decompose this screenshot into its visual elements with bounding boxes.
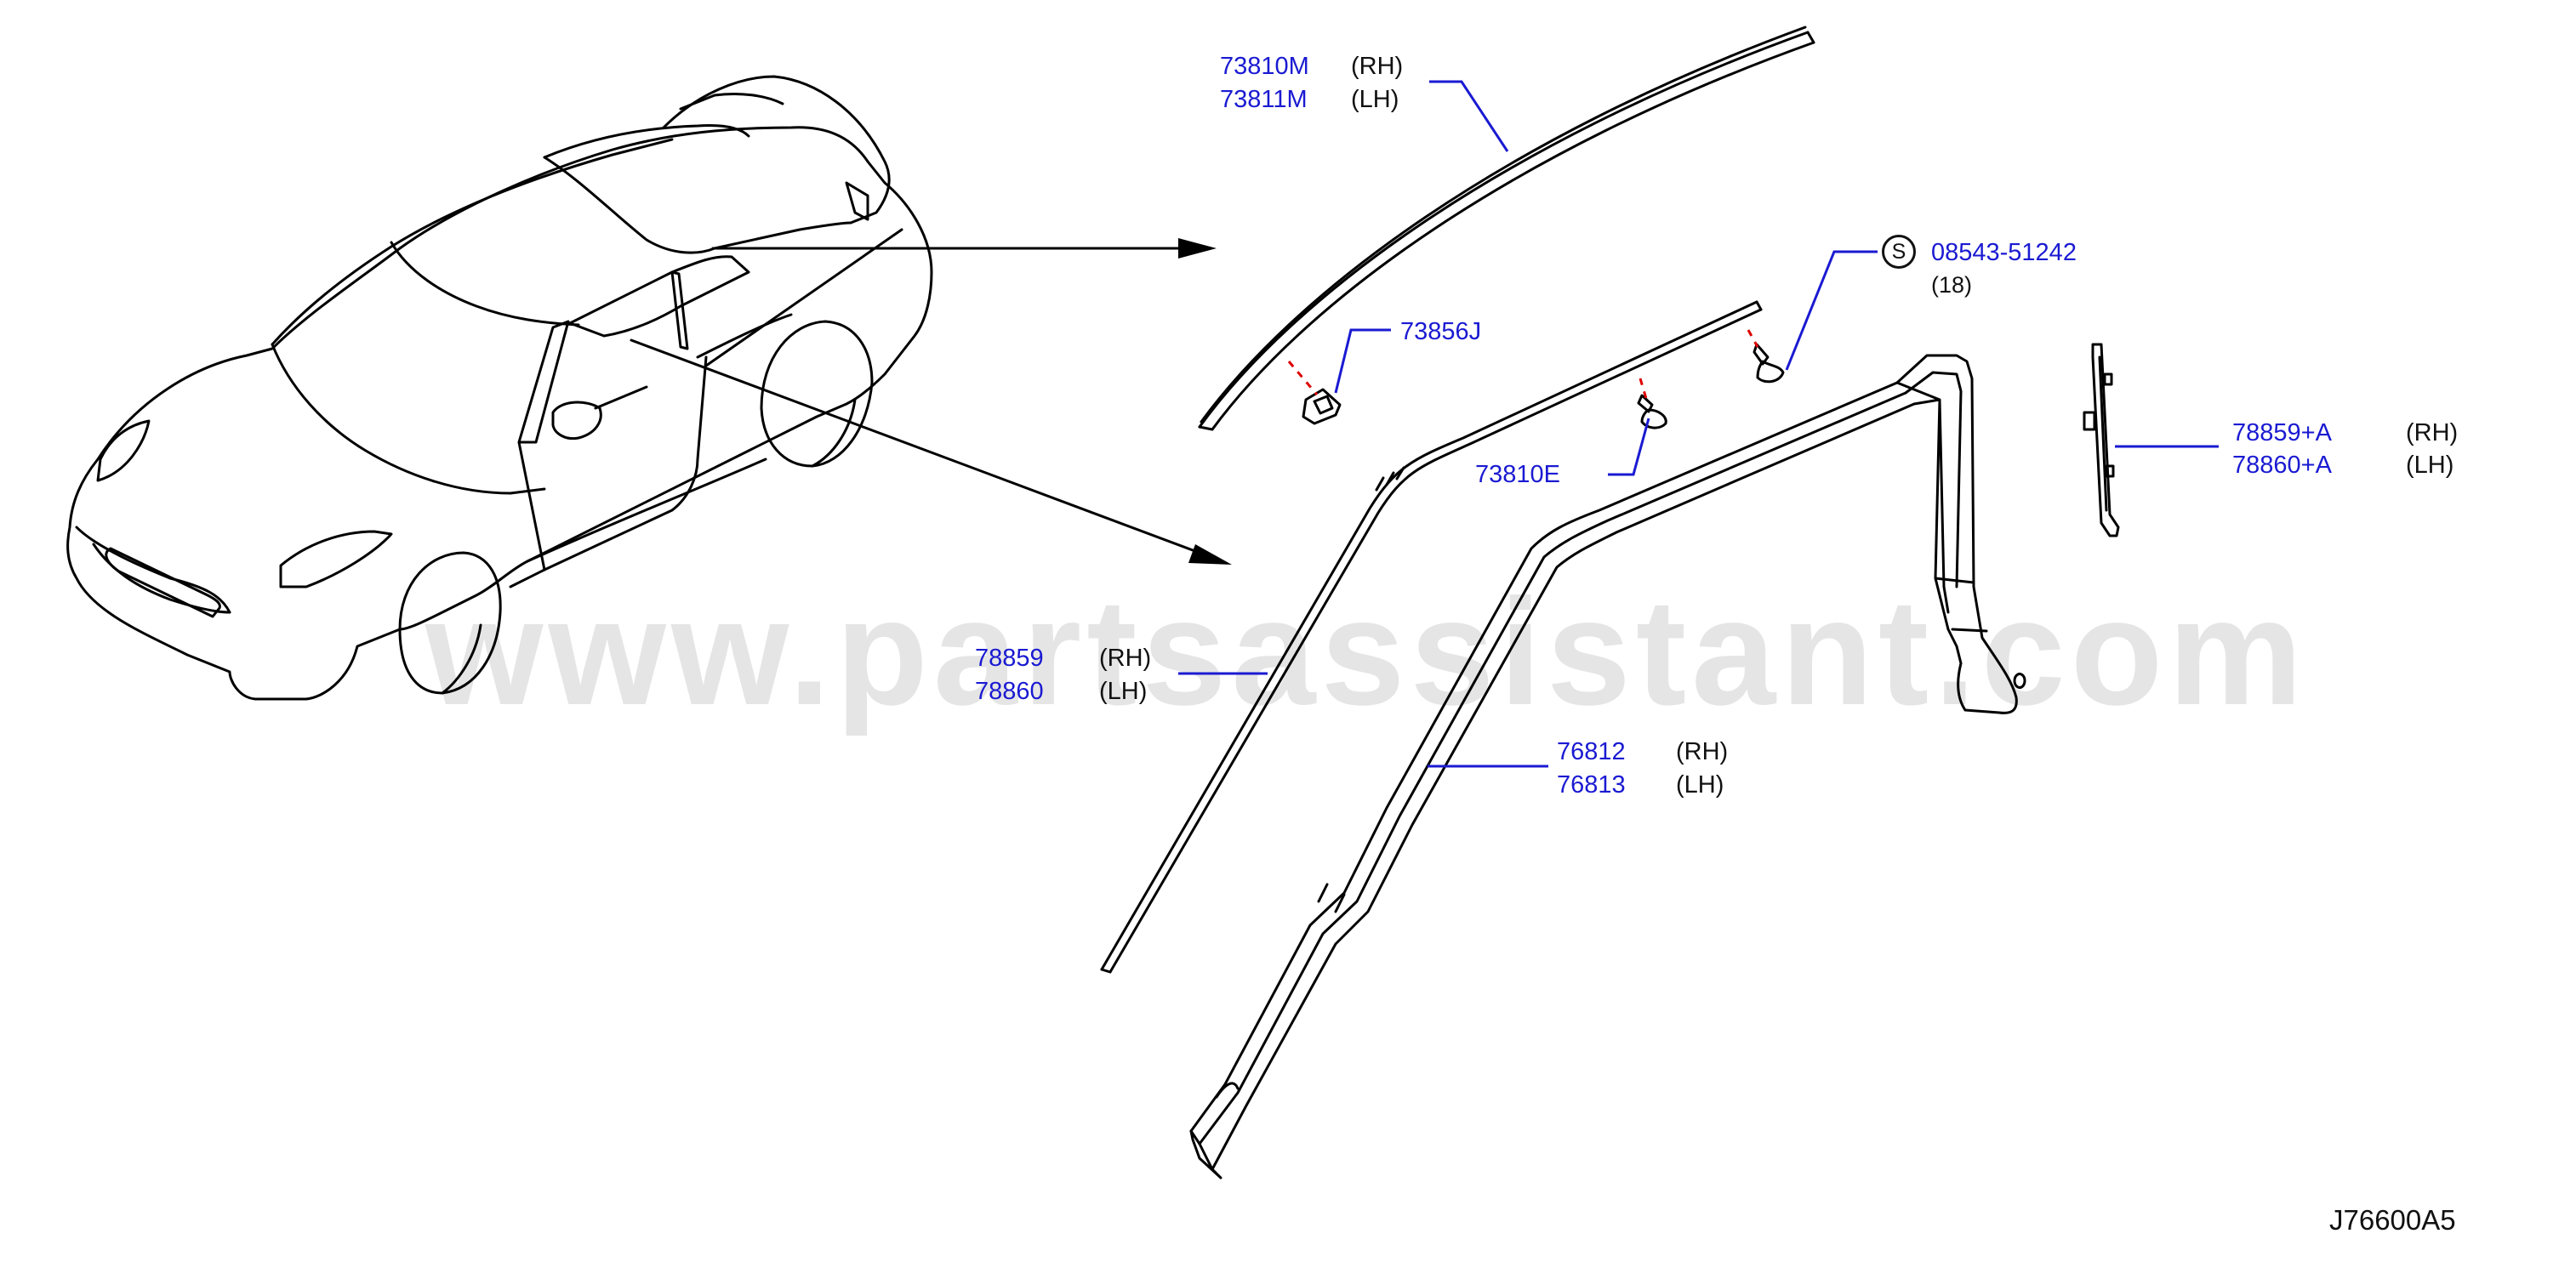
leader-73810e — [1608, 418, 1650, 476]
weatherstrip-76812 — [1189, 354, 2026, 1180]
side-label-rh: (RH) — [2406, 419, 2459, 446]
arrows — [630, 247, 1201, 554]
screw-08543 — [1752, 343, 1785, 384]
side-label-rh: (RH) — [1676, 738, 1729, 765]
clip-73856j — [1302, 388, 1342, 425]
arrow-head-upper — [1178, 238, 1217, 259]
side-label-rh: (RH) — [1099, 645, 1152, 672]
part-number-73810m[interactable]: 73810M — [1220, 53, 1309, 80]
part-number-78859a[interactable]: 78859+A — [2232, 419, 2332, 446]
diagram-code: J76600A5 — [2329, 1204, 2456, 1236]
side-label-lh: (LH) — [2406, 452, 2454, 479]
drip-molding-78859 — [1100, 300, 1763, 974]
roof-molding-73810m — [1198, 26, 1815, 431]
part-number-73810e[interactable]: 73810E — [1475, 461, 1560, 488]
leader-73810m — [1429, 80, 1509, 152]
leader-73856j — [1334, 328, 1391, 394]
part-number-78860a[interactable]: 78860+A — [2232, 452, 2332, 479]
side-label-lh: (LH) — [1676, 771, 1724, 799]
part-number-76812[interactable]: 76812 — [1557, 738, 1626, 765]
part-number-08543-51242[interactable]: 08543-51242 — [1931, 239, 2077, 266]
leader-08543 — [1785, 250, 1878, 371]
part-number-78860[interactable]: 78860 — [975, 678, 1044, 705]
standard-part-badge: S — [1882, 235, 1916, 269]
quantity-label: (18) — [1931, 272, 1973, 298]
side-label-lh: (LH) — [1351, 86, 1399, 113]
leader-lines — [1178, 80, 2219, 768]
part-number-76813[interactable]: 76813 — [1557, 771, 1626, 799]
part-number-73856j[interactable]: 73856J — [1400, 318, 1482, 345]
assembly-hints — [1287, 329, 1759, 402]
side-label-lh: (LH) — [1099, 678, 1148, 705]
car-illustration — [66, 75, 933, 701]
part-number-78859[interactable]: 78859 — [975, 645, 1044, 672]
bracket-78859a — [2083, 343, 2120, 537]
side-label-rh: (RH) — [1351, 53, 1404, 80]
fastener-73810e — [1637, 394, 1667, 429]
part-number-73811m[interactable]: 73811M — [1220, 86, 1308, 113]
arrow-head-lower — [1188, 544, 1232, 565]
